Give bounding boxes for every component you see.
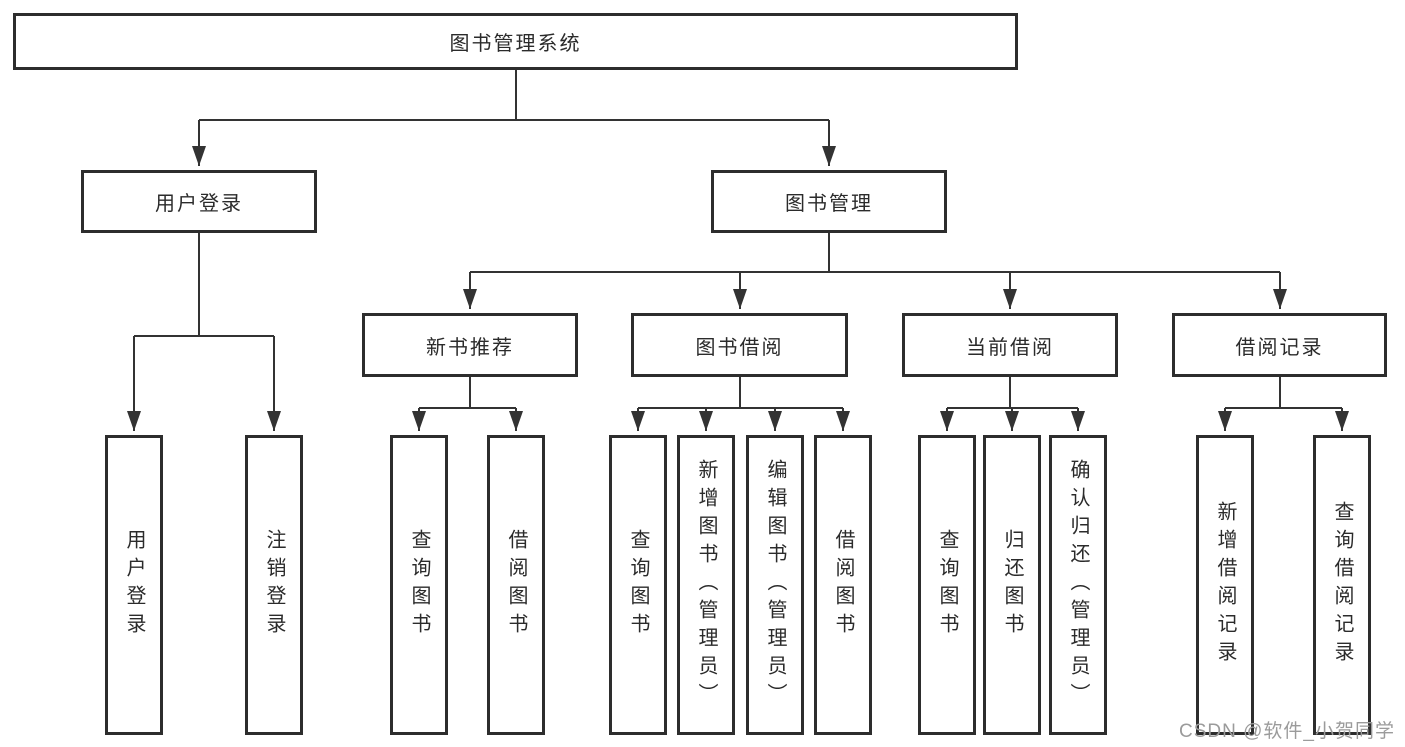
node-leaf-logout-label: 注销登录 xyxy=(263,529,285,641)
node-leaf-add-books-admin-label: 新增图书（管理员） xyxy=(695,459,717,711)
node-leaf-logout: 注销登录 xyxy=(245,435,303,735)
node-book-borrowing-label: 图书借阅 xyxy=(695,336,784,359)
node-leaf-recommend-borrow-books: 借阅图书 xyxy=(487,435,545,735)
node-borrow-records-label: 借阅记录 xyxy=(1235,336,1324,359)
node-leaf-current-query-books: 查询图书 xyxy=(918,435,976,735)
node-leaf-query-borrow-record-label: 查询借阅记录 xyxy=(1331,501,1353,669)
node-leaf-return-books: 归还图书 xyxy=(983,435,1041,735)
node-leaf-borrowing-borrow-books-label: 借阅图书 xyxy=(832,529,854,641)
node-user-login-label: 用户登录 xyxy=(155,193,243,215)
node-leaf-return-books-label: 归还图书 xyxy=(1001,529,1023,641)
node-leaf-recommend-query-books-label: 查询图书 xyxy=(408,529,430,641)
node-borrow-records: 借阅记录 xyxy=(1172,313,1387,377)
node-leaf-recommend-borrow-books-label: 借阅图书 xyxy=(505,529,527,641)
node-leaf-recommend-query-books: 查询图书 xyxy=(390,435,448,735)
node-leaf-user-login: 用户登录 xyxy=(105,435,163,735)
node-current-borrowing-label: 当前借阅 xyxy=(966,336,1054,359)
node-leaf-user-login-label: 用户登录 xyxy=(123,529,145,641)
node-book-management-label: 图书管理 xyxy=(785,193,873,215)
node-new-book-recommend: 新书推荐 xyxy=(362,313,578,377)
node-leaf-borrowing-query-books-label: 查询图书 xyxy=(627,529,649,641)
node-new-book-recommend-label: 新书推荐 xyxy=(426,336,514,359)
node-leaf-current-query-books-label: 查询图书 xyxy=(936,529,958,641)
node-leaf-edit-books-admin-label: 编辑图书（管理员） xyxy=(764,459,786,711)
node-user-login: 用户登录 xyxy=(81,170,317,233)
node-leaf-add-books-admin: 新增图书（管理员） xyxy=(677,435,735,735)
node-leaf-edit-books-admin: 编辑图书（管理员） xyxy=(746,435,804,735)
node-leaf-borrowing-borrow-books: 借阅图书 xyxy=(814,435,872,735)
node-leaf-confirm-return-admin-label: 确认归还（管理员） xyxy=(1067,459,1089,711)
node-leaf-borrowing-query-books: 查询图书 xyxy=(609,435,667,735)
node-book-borrowing: 图书借阅 xyxy=(631,313,848,377)
node-current-borrowing: 当前借阅 xyxy=(902,313,1118,377)
node-leaf-add-borrow-record-label: 新增借阅记录 xyxy=(1214,501,1236,669)
watermark: CSDN @软件_小贺同学 xyxy=(1179,721,1395,742)
node-book-management: 图书管理 xyxy=(711,170,947,233)
node-root-library-system: 图书管理系统 xyxy=(13,13,1018,70)
node-leaf-add-borrow-record: 新增借阅记录 xyxy=(1196,435,1254,735)
node-leaf-query-borrow-record: 查询借阅记录 xyxy=(1313,435,1371,735)
node-leaf-confirm-return-admin: 确认归还（管理员） xyxy=(1049,435,1107,735)
node-root-label: 图书管理系统 xyxy=(449,33,582,55)
